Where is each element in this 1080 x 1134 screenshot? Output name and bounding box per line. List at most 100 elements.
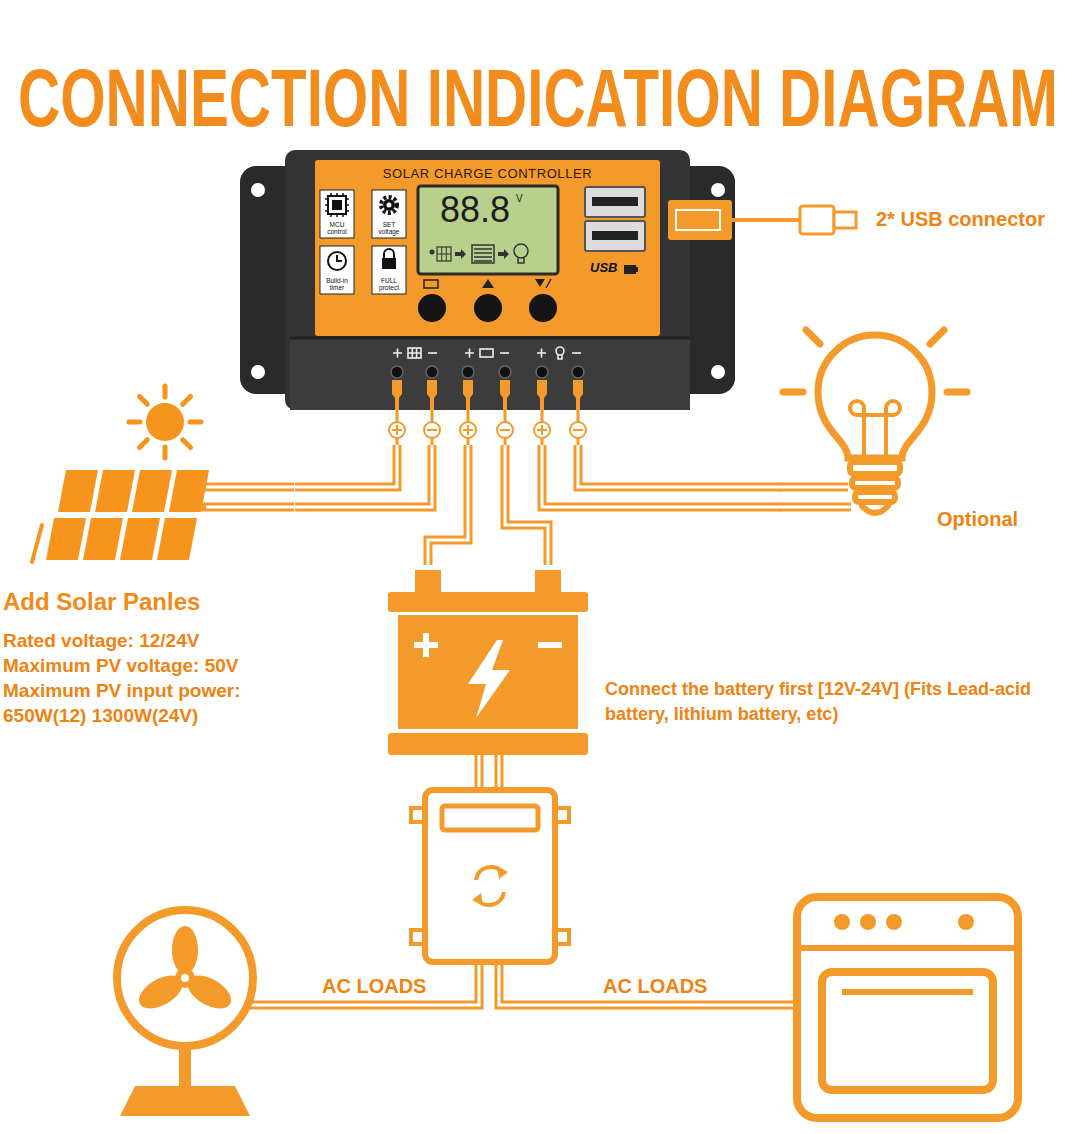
usb-ports: USB: [583, 186, 650, 280]
oven-icon: [860, 914, 876, 930]
battery-icon: [468, 640, 510, 718]
usb-ports: [624, 265, 636, 274]
controller-housing: [251, 365, 265, 379]
solar-panel: Add Solar PanlesRated voltage: 12/24VMax…: [3, 383, 295, 743]
terminal-symbols: [465, 349, 474, 358]
wire-pair: [428, 445, 548, 565]
polarity-marks: [389, 422, 586, 438]
inverter-icon: [411, 790, 569, 962]
oven-icon: [958, 914, 974, 930]
light-bulb-icon: [947, 389, 967, 396]
solar-panel-icon: [58, 470, 98, 512]
lcd-screen: [418, 186, 558, 274]
controller-housing: [240, 150, 735, 410]
terminal-symbols: [480, 349, 493, 357]
inverter-wires: [250, 962, 479, 1005]
lcd-screen: [455, 249, 466, 259]
inverter-wires: [495, 755, 504, 790]
sun-icon: [163, 386, 168, 397]
battery-icon: [414, 633, 562, 657]
panel-wire-stub: [200, 487, 294, 507]
battery-icon: [388, 733, 588, 755]
light-bulb: Optional: [780, 315, 975, 525]
usb-ports: [592, 231, 638, 240]
feature-label: Build-in timer: [320, 278, 354, 292]
clock-icon: [328, 252, 346, 270]
battery-icon: [398, 615, 578, 729]
inverter-wires: [250, 962, 479, 1005]
sun-icon: [183, 397, 191, 405]
control-buttons: [546, 279, 551, 288]
wire-pair: [295, 445, 432, 507]
inverter-wires: [499, 962, 795, 1005]
solar-panel-icon: [132, 470, 172, 512]
wire-pair: [542, 445, 780, 507]
panel-wire-stub: [200, 503, 294, 512]
screw-terminals: [463, 380, 473, 410]
battery-note: Connect the battery first [12V-24V] (Fit…: [605, 677, 1065, 727]
solar-panel-icon: [95, 470, 135, 512]
lcd-screen: [437, 247, 451, 261]
screw-terminals: [391, 366, 403, 378]
port-label: USB: [590, 261, 617, 274]
fan-icon: [181, 974, 189, 982]
screw-terminals: [500, 380, 510, 410]
sun-icon: [140, 397, 148, 405]
panel-wire-stub: [206, 486, 294, 489]
usb-cable-icon: [834, 212, 856, 228]
usb-ports: [636, 267, 638, 272]
screw-terminals: [572, 366, 584, 378]
control-buttons: [482, 279, 494, 288]
inverter-wires: [250, 755, 795, 1005]
usb-ports: [585, 221, 645, 251]
feature-tile: MCU control: [320, 190, 356, 240]
diagram-title: CONNECTION INDICATION DIAGRAM: [18, 57, 1058, 138]
spec-line: Maximum PV voltage: 50V: [3, 653, 293, 678]
screw-terminals: [427, 380, 437, 410]
control-buttons: [418, 279, 557, 322]
lcd-reading: 88.8: [440, 192, 510, 228]
sun-icon: [129, 386, 201, 458]
battery-icon: [535, 570, 561, 592]
solar-panel-icon: [46, 518, 86, 560]
callout-label: 2* USB connector: [876, 207, 1045, 231]
controller-housing: [251, 183, 265, 197]
lcd-screen: [430, 250, 435, 255]
control-buttons: [474, 294, 502, 322]
lcd-screen: [418, 186, 558, 274]
usb-cable-icon: [800, 206, 834, 234]
sun-icon: [129, 420, 140, 425]
light-bulb-icon: [862, 506, 888, 513]
wire: [428, 445, 468, 565]
inverter-icon: [442, 806, 538, 830]
fan-icon: [120, 1086, 250, 1116]
terminal-symbols: [558, 355, 562, 359]
lcd-screen: [437, 247, 451, 261]
screw-terminals: [573, 380, 583, 410]
feature-tiles: [320, 190, 354, 238]
wire-core: [578, 445, 780, 487]
light-bulb-icon: [783, 389, 803, 396]
wire: [295, 445, 397, 487]
wire-core: [428, 445, 468, 565]
lcd-display: 88.8 V: [418, 186, 558, 274]
gear-icon: [387, 203, 392, 208]
controller-housing: [290, 338, 690, 410]
spec-line: Maximum PV input power: 650W(12) 1300W(2…: [3, 678, 293, 728]
feature-tiles: [320, 190, 406, 294]
bulb-wire-stub: [778, 486, 848, 489]
light-bulb-icon: [818, 335, 932, 458]
feature-tiles: [372, 190, 406, 238]
lcd-unit: V: [516, 194, 523, 204]
inverter-wires: [498, 755, 501, 790]
oven-icon: [822, 972, 993, 1090]
battery: Connect the battery first [12V-24V] (Fit…: [388, 565, 588, 757]
usb-cable-icon: [732, 218, 800, 222]
bulb-wire-stub: [778, 506, 851, 509]
fan-icon: [117, 910, 253, 1046]
spec-line: Rated voltage: 12/24V: [3, 628, 293, 653]
panel-wire-stub: [200, 483, 294, 492]
light-bulb-icon: [806, 330, 820, 344]
feature-label: MCU control: [320, 222, 354, 236]
